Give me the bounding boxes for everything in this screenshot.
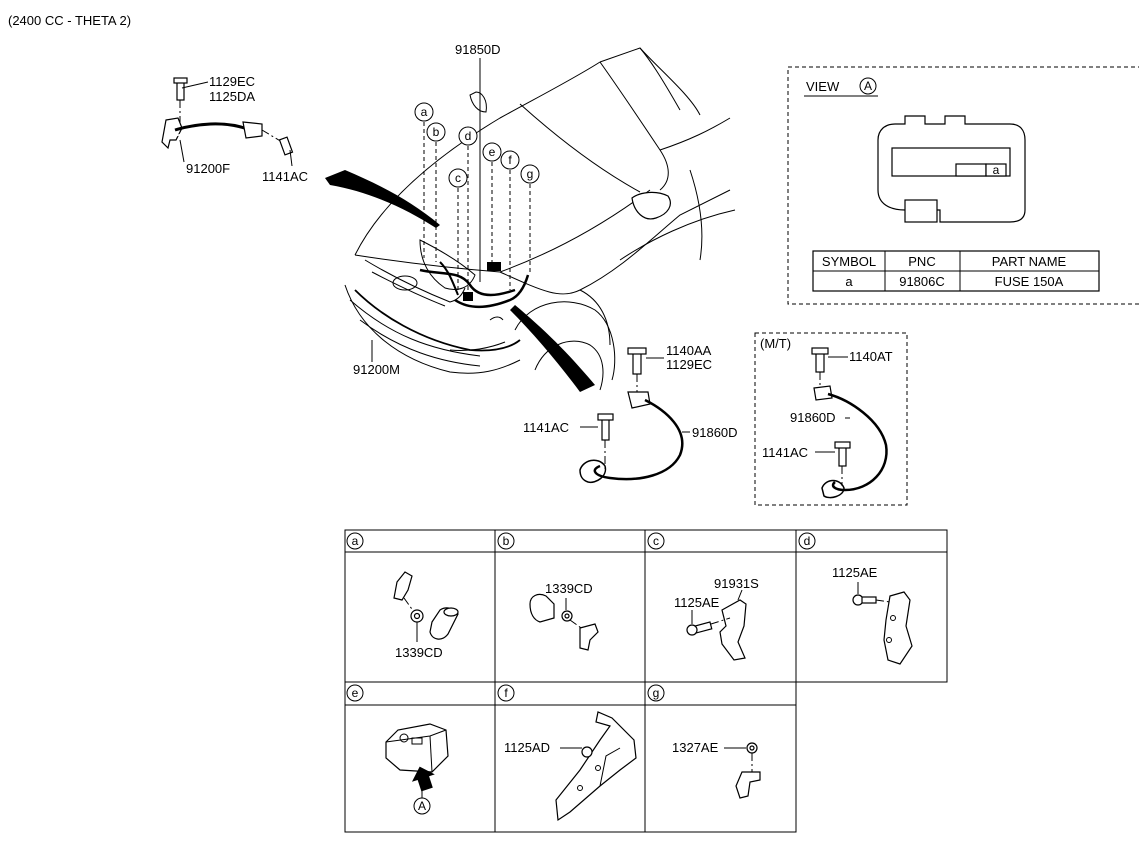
- manual-transmission-box: (M/T): [754, 332, 908, 506]
- label-1125DA: 1125DA: [209, 89, 255, 104]
- label-1140AT: 1140AT: [849, 349, 893, 364]
- label-d-1125AE: 1125AE: [832, 565, 878, 580]
- label-1140AA: 1140AA: [666, 343, 712, 358]
- cell-g-parts: 1327AE: [672, 740, 761, 799]
- detail-grid: a b c d e f g 1339CD 1339CD: [344, 529, 948, 833]
- callout-c: c: [448, 168, 468, 188]
- cell-f-header: f: [497, 684, 515, 702]
- callout-a: a: [414, 102, 434, 122]
- callout-leaders: [423, 58, 531, 298]
- table-cell-symbol: a: [845, 274, 853, 289]
- cell-d-parts: 1125AE: [832, 565, 913, 665]
- table-cell-part-name: FUSE 150A: [995, 274, 1064, 289]
- svg-text:f: f: [508, 153, 512, 167]
- svg-text:d: d: [804, 534, 811, 548]
- callout-f: f: [500, 150, 520, 170]
- label-1141AC-top: 1141AC: [262, 169, 308, 184]
- table-cell-pnc: 91806C: [899, 274, 945, 289]
- svg-text:g: g: [653, 686, 660, 700]
- table-header-pnc: PNC: [908, 254, 935, 269]
- label-c-1125AE: 1125AE: [674, 595, 720, 610]
- callout-e: e: [482, 142, 502, 162]
- table-header-symbol: SYMBOL: [822, 254, 876, 269]
- callout-d: d: [458, 126, 478, 146]
- view-marker: A: [864, 79, 872, 93]
- label-91860D-main: 91860D: [692, 425, 738, 440]
- battery-cable-91860D: [579, 347, 690, 484]
- svg-text:d: d: [465, 129, 472, 143]
- cell-b-parts: 1339CD: [529, 581, 599, 651]
- cell-c-parts: 91931S 1125AE: [674, 576, 759, 661]
- svg-text:a: a: [421, 105, 428, 119]
- label-91200M: 91200M: [353, 362, 400, 377]
- cell-e-parts: A: [385, 723, 449, 815]
- svg-text:c: c: [455, 171, 461, 185]
- svg-text:b: b: [433, 125, 440, 139]
- table-header-part-name: PART NAME: [992, 254, 1067, 269]
- label-1141AC-mid: 1141AC: [523, 420, 569, 435]
- label-f-1125AD: 1125AD: [504, 740, 550, 755]
- cell-f-parts: 1125AD: [504, 711, 637, 822]
- svg-text:e: e: [489, 145, 496, 159]
- label-g-1327AE: 1327AE: [672, 740, 719, 755]
- cell-e-header: e: [346, 684, 364, 702]
- svg-text:f: f: [504, 686, 508, 700]
- fuse-table: SYMBOL PNC PART NAME a 91806C FUSE 150A: [812, 250, 1100, 292]
- view-a-panel: VIEW A a SYMBOL PNC PART NAME a 91806C F…: [787, 66, 1139, 305]
- ground-cable-91200F: [161, 77, 294, 167]
- svg-text:g: g: [527, 167, 534, 181]
- svg-text:a: a: [352, 534, 359, 548]
- label-e-A: A: [418, 799, 426, 813]
- view-marker-circle: [859, 77, 877, 95]
- mt-title: (M/T): [760, 336, 791, 351]
- cell-c-header: c: [647, 532, 665, 550]
- engine-spec-title: (2400 CC - THETA 2): [8, 13, 131, 28]
- cell-a-parts: 1339CD: [393, 571, 459, 660]
- pointer-arrow-right: [510, 305, 595, 392]
- cell-g-header: g: [647, 684, 665, 702]
- vehicle-front-illustration: [344, 47, 736, 391]
- svg-text:e: e: [352, 686, 359, 700]
- label-91860D-mt: 91860D: [790, 410, 836, 425]
- label-91200F: 91200F: [186, 161, 230, 176]
- label-91850D: 91850D: [455, 42, 501, 57]
- label-a-1339CD: 1339CD: [395, 645, 443, 660]
- callout-g: g: [520, 164, 540, 184]
- label-c-91931S: 91931S: [714, 576, 759, 591]
- cell-a-header: a: [346, 532, 364, 550]
- callout-b: b: [426, 122, 446, 142]
- label-b-1339CD: 1339CD: [545, 581, 593, 596]
- svg-text:c: c: [653, 534, 659, 548]
- svg-text:b: b: [503, 534, 510, 548]
- pointer-arrow-left: [325, 170, 440, 228]
- cell-b-header: b: [497, 532, 515, 550]
- view-title: VIEW: [806, 79, 840, 94]
- fuse-label: a: [993, 163, 1000, 177]
- cell-d-header: d: [798, 532, 816, 550]
- main-harness-91850D: [354, 261, 530, 352]
- label-1129EC-top: 1129EC: [209, 74, 255, 89]
- arrow-up-icon: [411, 766, 435, 792]
- label-1129EC-bottom: 1129EC: [666, 357, 712, 372]
- label-1141AC-mt: 1141AC: [762, 445, 808, 460]
